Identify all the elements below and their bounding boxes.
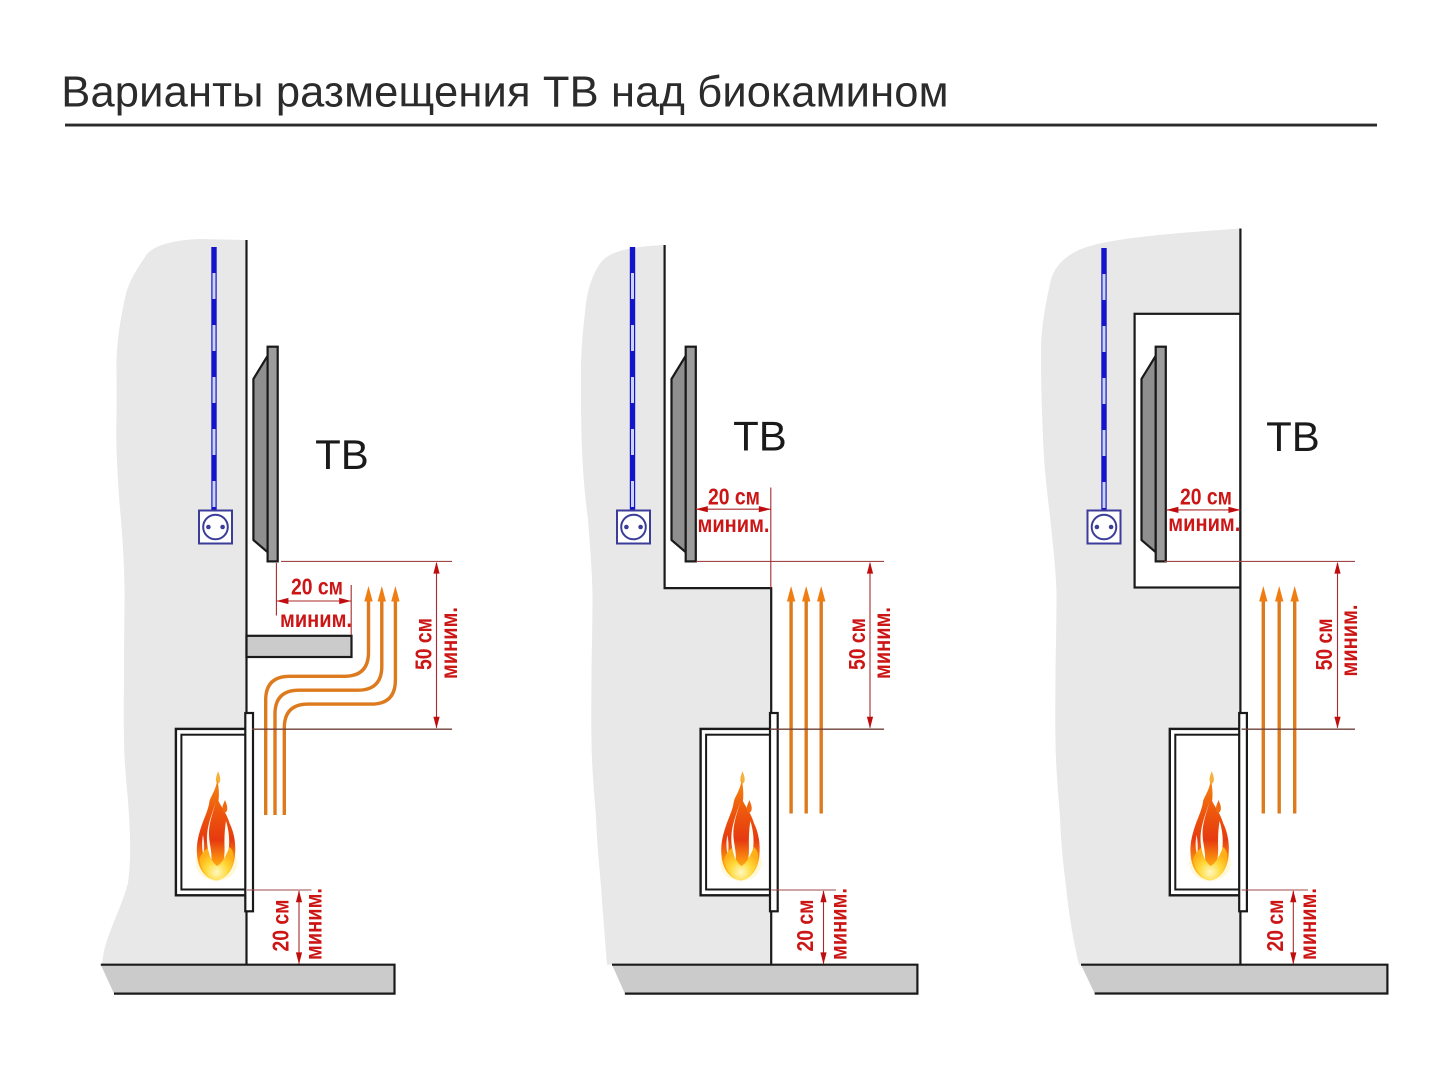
svg-text:ТВ: ТВ (1266, 413, 1320, 460)
svg-text:миним.: миним. (869, 607, 895, 679)
svg-text:20 см: 20 см (792, 900, 818, 952)
svg-text:миним.: миним. (301, 888, 327, 960)
svg-text:ТВ: ТВ (315, 431, 369, 478)
svg-text:20 см: 20 см (1262, 900, 1288, 952)
svg-text:50 см: 50 см (411, 618, 437, 670)
svg-text:20 см: 20 см (291, 574, 343, 600)
svg-text:50 см: 50 см (1311, 618, 1337, 670)
svg-text:Варианты размещения ТВ над био: Варианты размещения ТВ над биокамином (61, 69, 948, 117)
svg-text:миним.: миним. (698, 511, 770, 537)
svg-text:миним.: миним. (1295, 888, 1321, 960)
svg-text:20 см: 20 см (268, 900, 294, 952)
svg-text:миним.: миним. (1168, 510, 1240, 536)
svg-text:20 см: 20 см (708, 484, 760, 510)
svg-text:ТВ: ТВ (733, 413, 787, 460)
svg-text:50 см: 50 см (844, 618, 870, 670)
svg-text:миним.: миним. (280, 606, 352, 632)
svg-text:20 см: 20 см (1180, 484, 1232, 510)
svg-text:миним.: миним. (436, 607, 462, 679)
svg-text:миним.: миним. (1336, 605, 1362, 677)
svg-text:миним.: миним. (826, 888, 852, 960)
